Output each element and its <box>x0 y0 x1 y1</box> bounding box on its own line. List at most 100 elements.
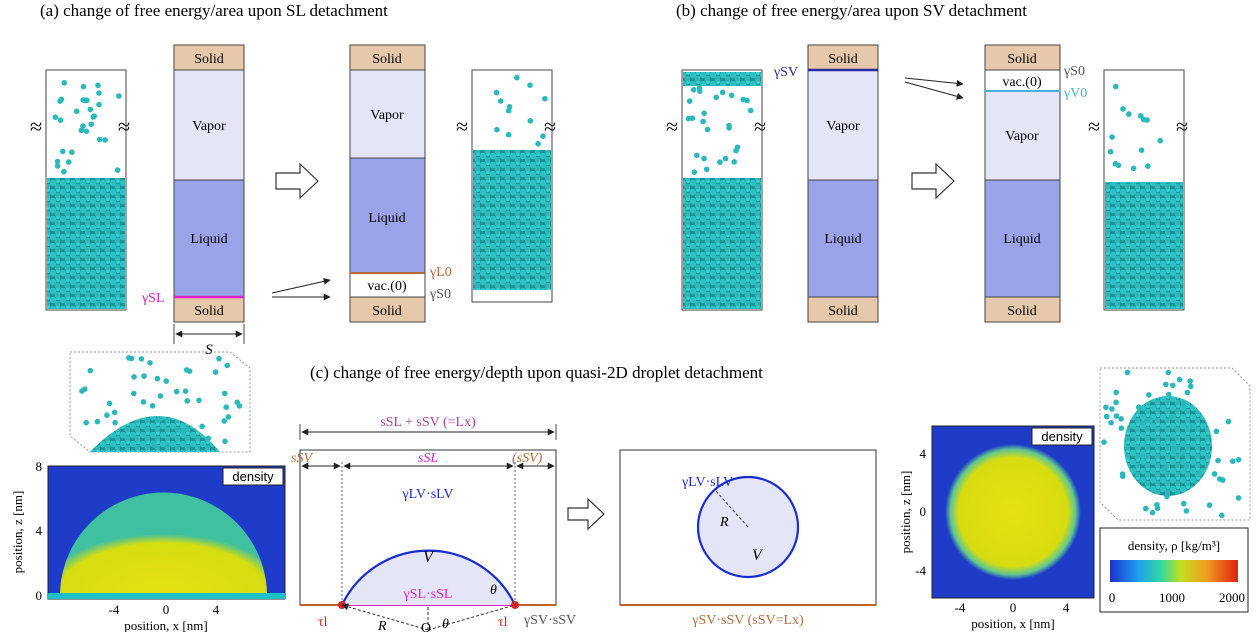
x-tick: 0 <box>1010 600 1017 615</box>
lv-term-label: γLV·sLV <box>401 487 453 502</box>
liquid-label: Liquid <box>368 211 405 226</box>
vapor-molecule <box>713 94 719 101</box>
x-tick: -4 <box>955 600 966 615</box>
vapor-molecule <box>1184 389 1191 396</box>
vapor-molecule <box>1180 400 1187 406</box>
vapor-molecule <box>96 136 103 143</box>
vapor-molecule <box>128 355 135 362</box>
vapor-molecule <box>1138 147 1145 153</box>
vapor-molecule <box>79 388 85 394</box>
vapor-molecule <box>1179 450 1185 457</box>
vacuum-label: vac.(0) <box>1002 75 1042 90</box>
radius-label: R <box>719 515 729 530</box>
vapor-molecule <box>1163 381 1169 388</box>
svg-text:≈: ≈ <box>666 114 678 139</box>
colorbar-tick: 1000 <box>1159 590 1185 605</box>
vapor-molecule <box>1135 444 1141 451</box>
md-snapshot-a-before: ≈ ≈ <box>30 69 130 311</box>
vapor-molecule <box>493 89 500 96</box>
vapor-molecule <box>95 82 101 89</box>
vapor-molecule <box>140 399 147 405</box>
vapor-molecule <box>700 118 706 125</box>
vapor-molecule <box>73 108 80 115</box>
break-mark: ≈ <box>30 114 42 139</box>
vapor-molecule <box>1101 439 1107 446</box>
vapor-molecule <box>740 96 747 103</box>
vapor-molecule <box>542 95 548 102</box>
vapor-molecule <box>1146 392 1152 398</box>
y-axis-label: position, z [nm] <box>10 491 25 574</box>
vapor-molecule <box>149 403 156 409</box>
vapor-molecule <box>61 168 67 175</box>
vapor-molecule <box>535 141 541 147</box>
vapor-molecule <box>1168 413 1175 420</box>
vapor-molecule <box>1183 464 1189 471</box>
tau-right-label: τl <box>498 615 508 630</box>
panel-a: (a) change of free energy/area upon SL d… <box>30 1 556 358</box>
vapor-molecule <box>514 74 520 81</box>
vapor-molecule <box>1120 106 1126 112</box>
vapor-molecule <box>222 390 228 397</box>
vapor-molecule <box>696 85 703 91</box>
vapor-molecule <box>1115 162 1122 169</box>
vapor-molecule <box>179 427 186 434</box>
gamma-v0-label: γV0 <box>1063 86 1087 101</box>
y-tick: 8 <box>36 459 43 474</box>
vapor-molecule <box>1103 413 1110 420</box>
vapor-molecule <box>69 149 75 155</box>
x-tick: 0 <box>163 602 170 617</box>
y-axis-label: position, z [nm] <box>898 471 913 554</box>
svg-text:≈: ≈ <box>1176 114 1188 139</box>
vapor-label: Vapor <box>1005 129 1039 144</box>
vapor-molecule <box>722 155 729 162</box>
schematic-b-before: Solid Vapor Liquid Solid γSV <box>773 44 879 323</box>
solid-label: Solid <box>372 304 402 319</box>
vapor-molecule <box>1138 113 1144 119</box>
contact-angle-label: θ <box>490 583 497 598</box>
vapor-molecule <box>1225 418 1232 425</box>
vapor-molecule <box>1124 369 1131 376</box>
vapor-molecule <box>1220 477 1226 483</box>
vapor-molecule <box>1118 416 1124 422</box>
vapor-molecule <box>731 159 737 165</box>
svg-text:≈: ≈ <box>754 114 766 139</box>
solid-label: Solid <box>1007 52 1037 67</box>
vapor-molecule <box>1154 502 1160 508</box>
vapor-molecule <box>124 434 131 441</box>
colorbar-tick: 2000 <box>1219 590 1245 605</box>
vapor-molecule <box>1109 406 1115 412</box>
tau-left-label: τl <box>318 615 328 630</box>
vapor-molecule <box>1187 383 1194 390</box>
vapor-molecule <box>1126 111 1132 117</box>
vapor-molecule <box>96 101 102 108</box>
vapor-molecule <box>54 158 61 165</box>
vapor-molecule <box>116 93 122 99</box>
detached-sv-term-label: γSV·sSV (sSV=Lx) <box>691 613 804 628</box>
vapor-molecule <box>1235 456 1242 463</box>
schematic-a-before: Solid Vapor Liquid Solid γSL S <box>141 44 245 358</box>
vapor-molecule <box>94 418 101 425</box>
md-snapshot-b-before: ≈ ≈ <box>666 69 766 311</box>
volume-label: V <box>423 549 435 566</box>
colorbar-label: density, ρ [kg/m³] <box>1128 538 1220 553</box>
colorbar: density, ρ [kg/m³] 0 1000 2000 <box>1099 527 1249 613</box>
vapor-molecule <box>701 155 707 162</box>
x-axis-label: position, x [nm] <box>124 618 207 632</box>
svg-text:≈: ≈ <box>456 114 468 139</box>
vapor-molecule <box>114 167 121 173</box>
vapor-molecule <box>747 107 754 114</box>
vapor-molecule <box>1145 163 1151 169</box>
vapor-molecule <box>505 131 512 138</box>
vapor-molecule <box>734 144 741 151</box>
vapor-molecule <box>164 442 171 448</box>
vapor-molecule <box>157 393 164 399</box>
panel-c: (c) change of free energy/depth upon qua… <box>10 351 1251 632</box>
y-tick: -4 <box>915 563 926 578</box>
vapor-molecule <box>82 97 88 104</box>
md-snapshot-a-after: ≈ ≈ <box>456 69 556 303</box>
transition-arrow-c <box>567 497 605 531</box>
vapor-molecule <box>1113 389 1119 396</box>
vapor-molecule <box>65 159 72 165</box>
md-snapshot-c-left <box>69 351 251 453</box>
transition-arrow-a <box>275 162 319 200</box>
